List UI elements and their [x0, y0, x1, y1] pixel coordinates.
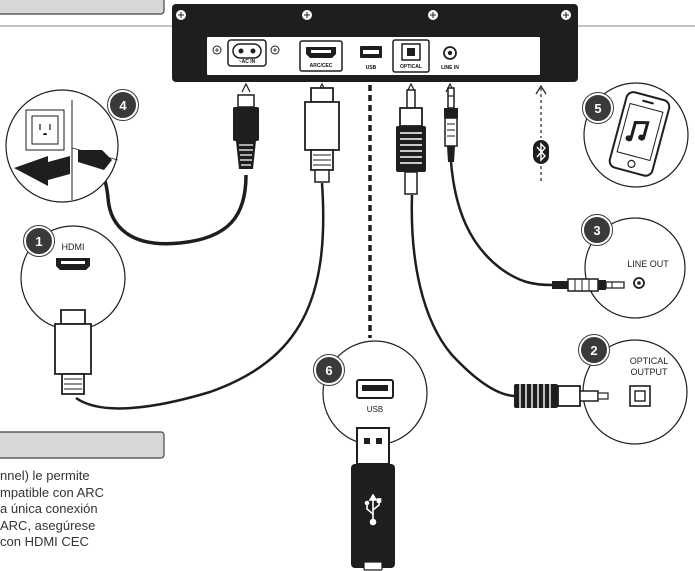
optical-output-label-1: OPTICAL — [630, 356, 669, 366]
mid-header-bar — [0, 431, 165, 459]
badge-usb: 6 — [313, 354, 345, 386]
optical-cable — [410, 194, 515, 398]
badge-power: 4 — [107, 89, 139, 121]
badge-bluetooth: 5 — [582, 92, 614, 124]
arc-cec-label: ARC/CEC — [310, 63, 333, 69]
soundbar-rear-panel: ~AC IN ARC/CEC USB OPTICAL LINE IN — [172, 4, 578, 82]
ac-in-label: ~AC IN — [239, 59, 256, 65]
svg-text:4: 4 — [119, 98, 127, 113]
svg-text:6: 6 — [325, 363, 332, 378]
line-in-plug-top — [444, 87, 458, 162]
optical-output-label-2: OUTPUT — [631, 367, 669, 377]
screw-icon — [176, 10, 186, 20]
paragraph-line: nnel) le permite — [0, 468, 90, 483]
screw-icon — [561, 10, 571, 20]
screw-icon — [270, 45, 280, 55]
usb-callout-label: USB — [367, 405, 383, 414]
hdmi-cable — [75, 182, 325, 410]
optical-plug-top — [396, 89, 426, 195]
line-out-plug — [552, 278, 625, 292]
paragraph-line: ARC, asegúrese — [0, 517, 96, 533]
hdmi-arc-port: ARC/CEC — [299, 40, 343, 72]
svg-text:5: 5 — [594, 101, 601, 116]
optical-port-label: OPTICAL — [400, 64, 422, 70]
paragraph-line: a única conexión — [0, 501, 98, 516]
svg-text:3: 3 — [593, 223, 600, 238]
optical-plug-side — [514, 384, 609, 408]
usb-port-icon — [356, 379, 394, 399]
line-in-label: LINE IN — [441, 65, 459, 71]
usb-port-label: USB — [366, 65, 377, 71]
line-in-port: LINE IN — [441, 46, 459, 71]
hdmi-plug-bottom — [54, 309, 92, 395]
power-plug-connector — [233, 94, 259, 169]
svg-text:1: 1 — [35, 234, 42, 249]
screw-icon — [302, 10, 312, 20]
power-outlet-callout — [5, 89, 119, 203]
badge-hdmi: 1 — [23, 225, 55, 257]
insert-arrow-icon — [14, 156, 70, 186]
line-in-cable — [449, 161, 553, 287]
usb-symbol-icon — [364, 493, 382, 526]
hdmi-callout-label: HDMI — [62, 242, 85, 252]
line-out-callout: LINE OUT — [584, 217, 686, 319]
optical-port: OPTICAL — [392, 39, 430, 73]
ac-in-port: ~AC IN — [227, 39, 267, 67]
badge-optical: 2 — [578, 334, 610, 366]
hdmi-plug-top — [304, 87, 340, 183]
line-out-label: LINE OUT — [627, 259, 669, 269]
usb-flash-drive — [351, 427, 395, 571]
bluetooth-icon — [533, 140, 549, 164]
badge-line-out: 3 — [581, 214, 613, 246]
usb-callout: USB — [322, 340, 428, 446]
paragraph-line: mpatible con ARC — [0, 484, 105, 500]
usb-port: USB — [360, 46, 382, 71]
paragraph-line: con HDMI CEC — [0, 534, 89, 549]
music-note-icon — [629, 120, 650, 139]
screw-icon — [428, 10, 438, 20]
svg-text:2: 2 — [590, 343, 597, 358]
top-header-bar — [0, 0, 165, 15]
arc-description-text: nnel) le permite mpatible con ARC a únic… — [0, 468, 240, 551]
screw-icon — [212, 45, 222, 55]
power-cable — [90, 160, 248, 246]
